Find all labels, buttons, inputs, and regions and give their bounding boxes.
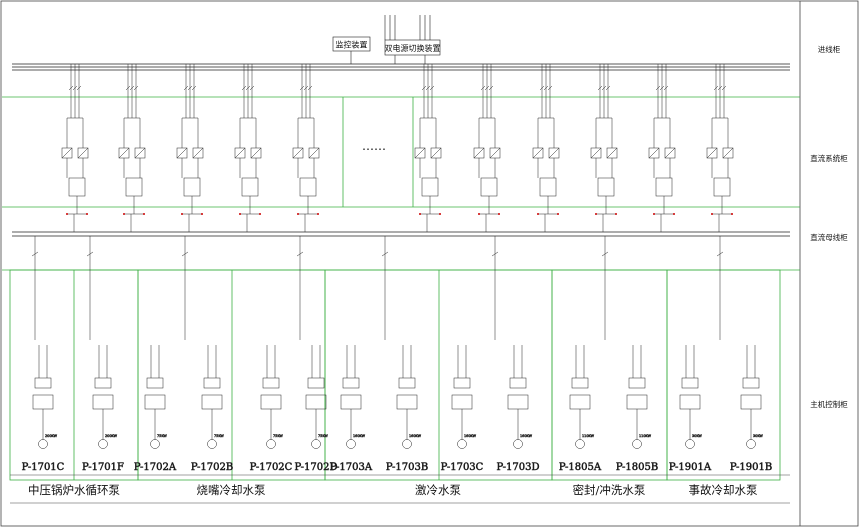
group-name-emergency-cooling: 事故冷却水泵 [689, 483, 758, 497]
ats-label: 双电源切换装置 [385, 43, 441, 53]
middle-ellipsis: …… [362, 139, 386, 153]
motor-symbol [746, 439, 756, 449]
motor-branch: P-1805B 110KW [616, 345, 658, 473]
pump-power-label: 75KW [273, 434, 283, 438]
motor-branch: P-1703D 160KW [496, 345, 540, 473]
section-label-incoming: 进线柜 [818, 44, 841, 54]
pump-id-label: P-1703B [386, 462, 428, 473]
motor-symbol [150, 439, 160, 449]
motor-branch: P-1702A 75KW [134, 345, 177, 473]
dc-cabinet-module [473, 64, 501, 232]
dc-cabinet-module [532, 64, 560, 232]
motor-branch: P-1901A 30KW [669, 345, 712, 473]
motor-symbol [575, 439, 585, 449]
group-name-quench-water: 激冷水泵 [415, 483, 461, 497]
dc-cabinet-module [706, 64, 734, 232]
motor-symbol [266, 439, 276, 449]
section-label-main-control: 主机控制柜 [810, 399, 848, 409]
pump-power-label: 200KW [45, 434, 58, 438]
motor-symbol [311, 439, 321, 449]
pump-id-label: P-1901A [669, 462, 712, 473]
pump-power-label: 160KW [353, 434, 366, 438]
dc-cabinet-module [176, 64, 204, 232]
pump-id-label: P-1703A [330, 462, 373, 473]
motor-branch: P-1701F 200KW [82, 345, 124, 473]
ats-box [384, 39, 441, 56]
motor-symbol [38, 439, 48, 449]
motor-symbol [98, 439, 108, 449]
motor-symbol [402, 439, 412, 449]
dc-feeder-drop [491, 236, 499, 340]
motor-branch: P-1702C 75KW [249, 345, 293, 473]
motor-branch: P-1701C 200KW [21, 345, 65, 473]
pump-id-label: P-1702C [250, 462, 293, 473]
section-label-dc-busbar: 直流母线柜 [810, 232, 848, 242]
pump-power-label: 160KW [409, 434, 422, 438]
pump-id-label: P-1701C [22, 462, 65, 473]
motor-symbol [685, 439, 695, 449]
pump-power-label: 160KW [520, 434, 533, 438]
dc-cabinet-module [414, 64, 442, 232]
ac-busbars [12, 63, 790, 71]
incoming-area [332, 15, 441, 64]
dc-cabinet-module [590, 64, 618, 232]
group-name-burner-cooling: 烧嘴冷却水泵 [197, 483, 266, 497]
motor-branch: P-1703B 160KW [386, 345, 428, 473]
monitor-box [332, 36, 371, 52]
pump-id-label: P-1805A [559, 462, 602, 473]
pump-power-label: 30KW [753, 434, 763, 438]
motor-branch: P-1703A 160KW [330, 345, 373, 473]
dc-feeder-drop [86, 236, 94, 340]
label-rows [10, 474, 790, 504]
motor-symbol [513, 439, 523, 449]
pump-power-label: 75KW [214, 434, 224, 438]
motor-symbol [457, 439, 467, 449]
pump-power-label: 160KW [464, 434, 477, 438]
group-name-seal-flush: 密封/冲洗水泵 [573, 483, 646, 497]
dc-cabinet-module [648, 64, 676, 232]
pump-power-label: 75KW [318, 434, 328, 438]
pump-id-label: P-1703D [496, 462, 539, 473]
pump-id-label: P-1702B [191, 462, 233, 473]
motor-symbol [346, 439, 356, 449]
pump-id-label: P-1702A [134, 462, 177, 473]
section-label-dc-system: 直流系统柜 [810, 153, 848, 163]
dc-busbars [12, 231, 790, 237]
monitor-label: 监控装置 [336, 40, 368, 50]
motor-branch: P-1702B 75KW [191, 345, 233, 473]
pump-id-label: P-1702D [294, 462, 337, 473]
motor-branches: P-1701C200KWP-1701F200KWP-1702A75KWP-170… [21, 236, 772, 473]
motor-branch: P-1901B 30KW [730, 345, 772, 473]
dc-feeder-drop [31, 236, 39, 340]
cabinet-outlines [2, 96, 800, 481]
pump-id-label: P-1805B [616, 462, 658, 473]
dc-system-cabinets [61, 64, 734, 232]
motor-branch: P-1805A 110KW [559, 345, 602, 473]
pump-power-label: 30KW [692, 434, 702, 438]
dc-cabinet-module [61, 64, 89, 232]
pump-id-label: P-1703C [441, 462, 484, 473]
pump-power-label: 200KW [105, 434, 118, 438]
pump-power-label: 110KW [582, 434, 595, 438]
dc-feeder-drop [601, 236, 609, 340]
dc-cabinet-module [234, 64, 262, 232]
dc-cabinet-module [292, 64, 320, 232]
motor-branch: P-1703C 160KW [440, 345, 484, 473]
pump-power-label: 75KW [157, 434, 167, 438]
dc-feeder-drop [381, 236, 389, 340]
group-name-boiler-circulation: 中压锅炉水循环泵 [28, 483, 120, 497]
dc-cabinet-module [118, 64, 146, 232]
dc-feeder-drop [716, 236, 724, 340]
dc-feeder-drop [296, 236, 304, 340]
motor-branch: P-1702D 75KW [294, 345, 338, 473]
pump-id-label: P-1701F [82, 462, 124, 473]
pump-power-label: 110KW [639, 434, 652, 438]
dc-feeder-drop [181, 236, 189, 340]
motor-symbol [207, 439, 217, 449]
motor-symbol [632, 439, 642, 449]
pump-id-label: P-1901B [730, 462, 772, 473]
